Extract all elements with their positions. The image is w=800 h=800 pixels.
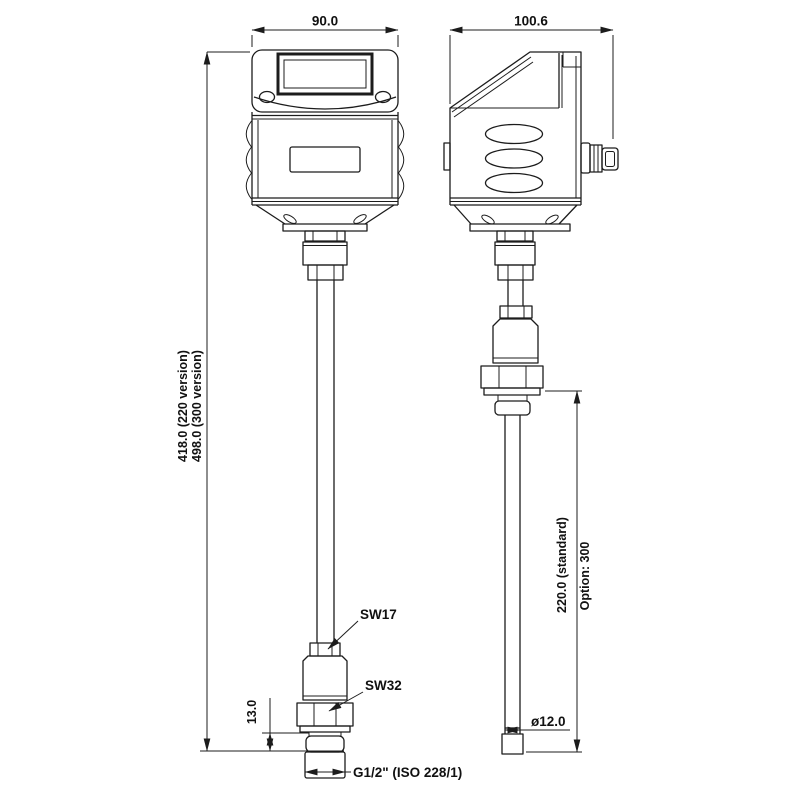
gland-cap-inner [605,151,615,167]
thread-relief [305,735,345,753]
thread-relief-side [494,400,531,416]
washer [299,725,351,733]
gland-cap [601,147,619,171]
housing-body-front [245,112,405,232]
dimension-width-90: 90.0 [251,14,399,47]
dim-text-90: 90.0 [312,14,338,29]
thread-neck-side [497,394,528,402]
neck-collar [304,230,346,242]
rear-latch [443,142,451,171]
label-sw17: SW17 [327,607,397,650]
taper-right [364,204,395,225]
cable-gland [580,142,619,174]
side-view [443,51,619,755]
front-view [245,49,405,779]
label-text-sw32: SW32 [365,678,402,693]
taper-screw-right [353,214,367,224]
vent-slot-2 [484,148,544,169]
gland-ribbed-ring [589,144,603,173]
display-window [276,52,374,96]
dim-text-220: 220.0 (standard) [555,517,569,613]
process-connection-side [480,305,544,416]
compression-body-side [492,318,539,364]
dimension-probe-diameter: ø12.0 [504,714,570,734]
vent-slot-3 [484,172,544,194]
dimension-depth-100: 100.6 [449,14,614,139]
thread-g12 [304,751,346,779]
label-sw32: SW32 [328,678,402,712]
probe-tip [501,733,524,755]
taper-screw-left-side [481,214,495,225]
housing-cap [251,49,399,113]
cap-screw-right [374,90,392,104]
cap-lip-curve [253,96,397,110]
sw17-collar-side [499,305,533,319]
process-connection-front [296,642,354,779]
gland-hex-side [497,264,534,281]
bezel-slope-inner-1 [451,56,532,113]
upper-fitting-side [494,230,536,306]
taper-right-side [558,204,578,225]
dim-text-498: 498.0 (300 version) [190,350,204,462]
bezel-slope-inner-2 [453,61,534,118]
display-inner [283,59,367,89]
washer-side [483,387,541,396]
dim-text-13: 13.0 [245,700,259,724]
dim-text-option-300: Option: 300 [578,542,592,611]
label-text-thread: G1/2" (ISO 228/1) [353,765,462,780]
taper-screw-right-side [545,214,559,225]
base-plate-front [282,223,368,232]
vent-slot-1 [484,123,544,145]
taper-left [255,204,286,225]
label-text-sw17: SW17 [360,607,397,622]
dimension-relief-13: 13.0 [245,698,309,752]
housing-bottom-side [450,197,581,232]
dim-text-418: 418.0 (220 version) [176,350,190,462]
dim-text-100: 100.6 [514,14,548,29]
gland-hex [307,264,344,281]
compression-body [302,655,348,701]
gland-flange [580,142,591,174]
sw32-hex [296,702,354,727]
taper-left-side [453,204,472,225]
dimension-overall-length: 418.0 (220 version) 498.0 (300 version) [176,51,344,752]
grip-wave-left [245,120,253,200]
grip-wave-right [397,120,405,200]
taper-screw-left [283,214,297,224]
upper-fitting-front [302,230,348,281]
sw17-collar [309,642,341,657]
nameplate [289,146,361,173]
label-thread-g12: G1/2" (ISO 228/1) [304,765,462,780]
dimension-probe-length: 220.0 (standard) Option: 300 [526,390,592,753]
dim-text-diameter-12: ø12.0 [531,714,566,729]
sw32-hex-side [480,365,544,389]
base-plate-side [469,223,571,232]
housing-outline-side [449,51,582,205]
cap-screw-left [258,90,276,104]
neck-collar-side [496,230,534,242]
